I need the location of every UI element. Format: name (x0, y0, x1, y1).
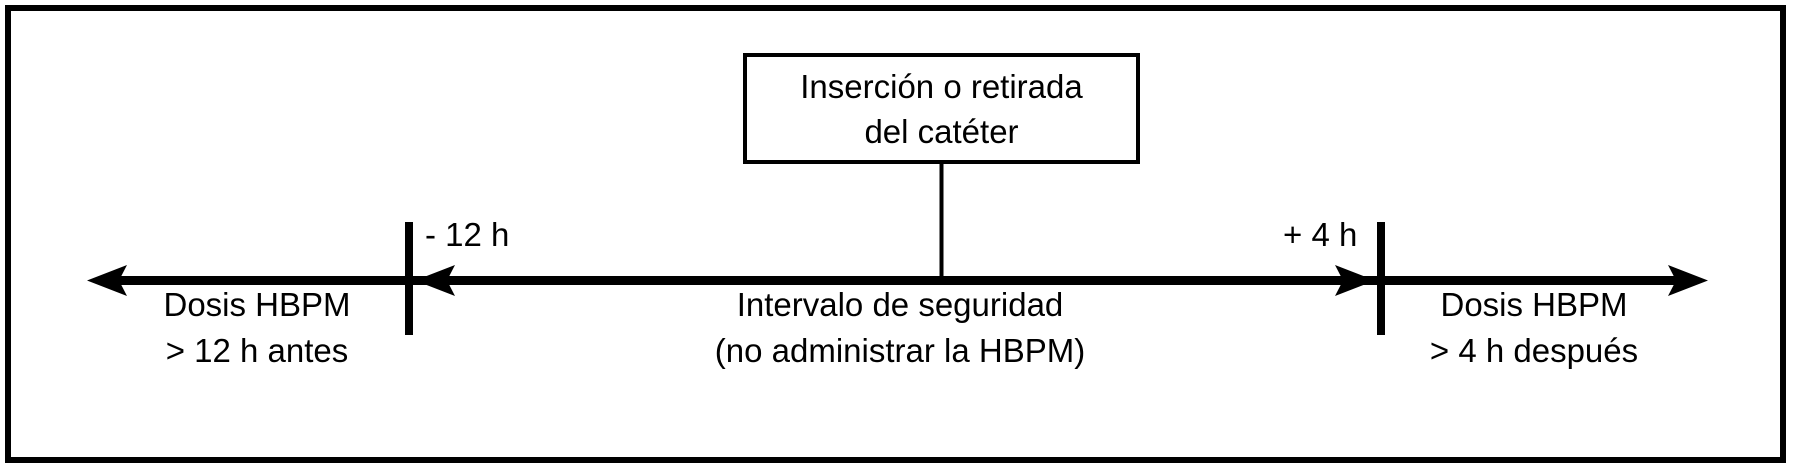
interval-zone-line1: Intervalo de seguridad (736, 286, 1064, 323)
figure-border-frame (5, 5, 1786, 463)
event-box-line2: del catéter (864, 112, 1019, 150)
event-box: Inserción o retirada del catéter (743, 53, 1140, 164)
tick-label-plus-4h: + 4 h (1283, 216, 1358, 253)
after-zone-line1: Dosis HBPM (1440, 286, 1628, 323)
tick-plus-4h (1377, 222, 1385, 335)
interval-zone-line2: (no administrar la HBPM) (714, 332, 1086, 369)
event-box-line1: Inserción o retirada (800, 67, 1083, 105)
before-zone-line1: Dosis HBPM (163, 286, 351, 323)
tick-minus-12h (405, 222, 413, 335)
event-connector-line (939, 163, 944, 278)
arrowhead-far-right-icon (1668, 265, 1708, 296)
after-zone-line2: > 4 h después (1429, 332, 1639, 369)
arrowhead-interval-left-icon (415, 265, 455, 296)
arrowhead-interval-right-icon (1335, 265, 1375, 296)
before-zone-line2: > 12 h antes (165, 332, 349, 369)
before-zone-label: Dosis HBPM > 12 h antes (163, 282, 350, 374)
interval-zone-label: Intervalo de seguridad (no administrar l… (715, 282, 1085, 374)
tick-label-minus-12h: - 12 h (425, 216, 510, 253)
after-zone-label: Dosis HBPM > 4 h después (1430, 282, 1638, 374)
arrowhead-far-left-icon (87, 265, 127, 296)
